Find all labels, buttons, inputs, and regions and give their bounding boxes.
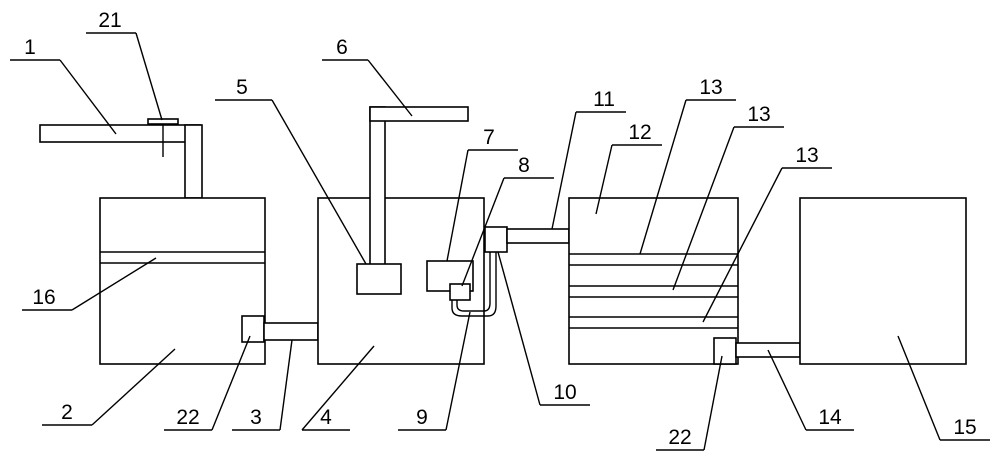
valve <box>147 118 179 157</box>
label-4: 4 <box>320 406 332 429</box>
label-9: 9 <box>416 406 428 429</box>
transfer-pipe <box>506 228 570 244</box>
pump-right <box>713 337 737 365</box>
storage-tank <box>799 197 967 365</box>
inlet-pipe <box>39 124 203 199</box>
settling-tank <box>99 197 266 365</box>
label-15: 15 <box>953 416 976 439</box>
label-10: 10 <box>553 381 576 404</box>
pipe-fitting <box>484 226 508 253</box>
exhaust-pipe <box>369 106 469 266</box>
label-3: 3 <box>250 406 262 429</box>
label-1: 1 <box>24 36 36 59</box>
filter-tank <box>568 197 739 365</box>
label-7: 7 <box>483 126 495 149</box>
label-12: 12 <box>628 121 651 144</box>
label-8: 8 <box>518 154 530 177</box>
label-16: 16 <box>32 286 55 309</box>
leader-lines <box>10 32 990 451</box>
label-13-middle: 13 <box>747 103 770 126</box>
label-11: 11 <box>593 88 615 111</box>
label-21: 21 <box>98 9 121 32</box>
connecting-pipe <box>263 322 319 341</box>
hose <box>451 240 497 317</box>
label-6: 6 <box>336 36 348 59</box>
sensor-box <box>356 263 402 295</box>
label-13-bottom: 13 <box>795 144 818 167</box>
label-22-left: 22 <box>176 406 199 429</box>
pump-left <box>241 315 265 343</box>
label-5: 5 <box>236 76 248 99</box>
connector-block <box>449 283 471 301</box>
label-14: 14 <box>818 406 842 429</box>
label-2: 2 <box>61 401 73 424</box>
label-13-top: 13 <box>699 76 722 99</box>
label-22-right: 22 <box>668 426 691 449</box>
